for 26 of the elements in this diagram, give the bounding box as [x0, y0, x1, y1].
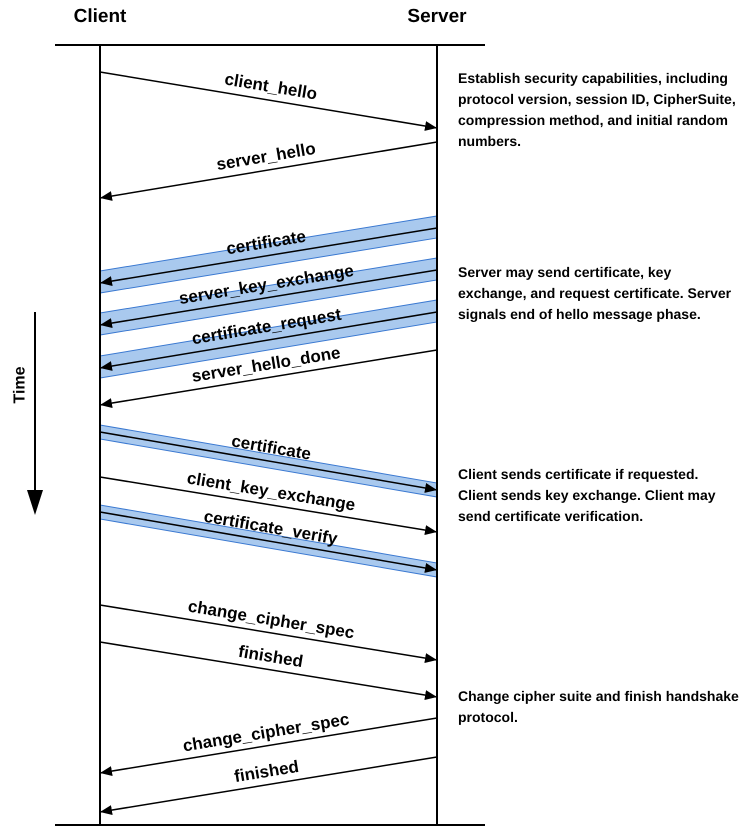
- message-arrow: [100, 269, 438, 328]
- message-arrow: [100, 349, 438, 408]
- message-arrow: [100, 511, 438, 573]
- message-arrow: [100, 717, 438, 776]
- message-label: finished: [232, 756, 300, 787]
- message-label: certificate: [230, 432, 312, 465]
- message-arrow: [100, 141, 438, 201]
- message-arrow: [100, 604, 438, 663]
- message-arrow: [100, 476, 438, 535]
- message-arrow: [100, 641, 438, 700]
- message-label: certificate: [225, 226, 308, 259]
- message-arrow: [100, 756, 438, 815]
- participant-label: Client: [72, 6, 128, 28]
- note-text: Change cipher suite and finish handshake protocol.: [458, 687, 740, 727]
- message-arrow: [100, 227, 438, 286]
- message-arrow: [100, 71, 438, 131]
- message-label: client_hello: [222, 70, 318, 105]
- message-label: server_hello: [215, 139, 318, 176]
- message-arrow: [100, 311, 438, 371]
- note-text: Establish security capabilities, including protocol version, session ID, CipherSuite, compression method, and initial random numbers.: [458, 69, 737, 151]
- note-text: Server may send certificate, key exchange, and request certificate. Server signals end of hello message phase.: [458, 263, 732, 324]
- message-arrow: [100, 431, 438, 493]
- message-label: finished: [236, 642, 304, 672]
- axis-label: Time: [11, 366, 30, 404]
- participant-label: Server: [406, 6, 468, 28]
- note-text: Client sends certificate if requested. Client sends key exchange. Client may send certificate verification.: [458, 465, 717, 526]
